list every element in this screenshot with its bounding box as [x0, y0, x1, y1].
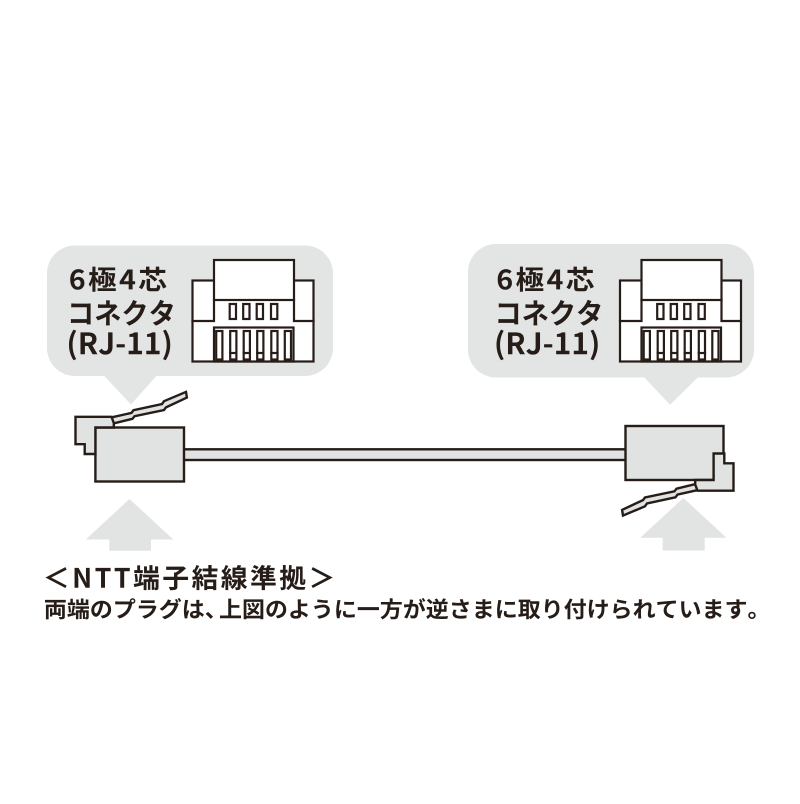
callout-right-tail: [641, 374, 702, 405]
callout-right: [468, 244, 754, 405]
callout-left: [47, 245, 333, 405]
arrow-up-right-icon: [640, 498, 727, 551]
callout-left-tail: [100, 372, 160, 405]
plug-left: [74, 390, 189, 483]
caption-body: [44, 597, 756, 620]
plug-left-body: [94, 426, 186, 483]
caption: [44, 564, 756, 620]
arrow-up-left-icon: [85, 499, 174, 551]
cable: [181, 448, 628, 462]
plug-left-latch: [107, 390, 189, 426]
plug-right-body: [624, 424, 725, 482]
plug-right: [620, 424, 735, 517]
caption-heading: [45, 564, 333, 591]
